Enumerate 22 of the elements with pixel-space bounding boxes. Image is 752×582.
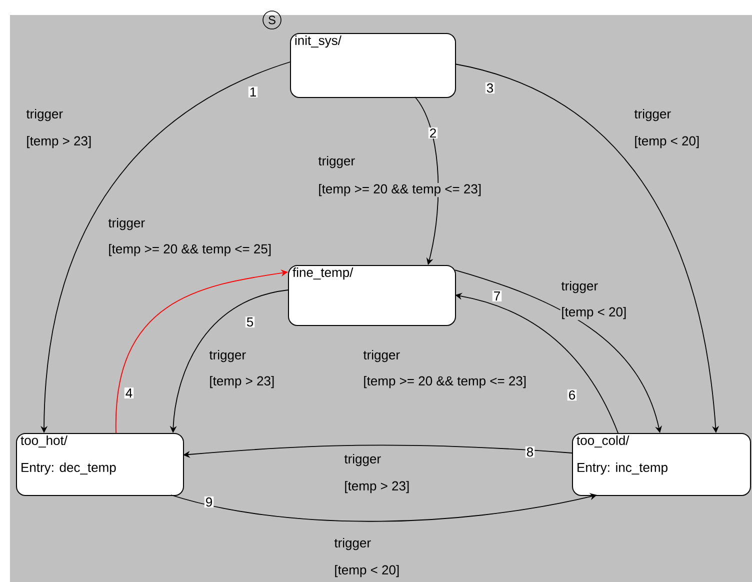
guard-label: trigger [333,536,372,552]
guard-label: [temp > 23] [343,480,411,494]
guard-label: [temp >= 20 && temp <= 23] [317,182,483,198]
guard-label: [temp < 20] [560,306,628,320]
state-box: too_cold/ Entry: inc_temp [572,433,751,496]
guard-label: trigger [560,280,600,294]
guard-label: trigger [107,216,146,232]
guard-label: trigger [317,154,356,170]
guard-label: [temp > 23] [208,374,276,390]
guard-label: trigger [362,348,402,364]
guard-label: trigger [633,108,672,122]
guard-label: trigger [208,348,248,364]
guard-label: [temp >= 20 && temp <= 23] [362,374,528,390]
guard-label: [temp >= 20 && temp <= 25] [107,242,273,258]
guard-label: trigger [25,108,64,122]
state-box: too_hot/ Entry: dec_temp [16,433,184,496]
guard-label: [temp < 20] [333,564,401,578]
guard-label: [temp > 23] [25,134,93,150]
guard-label: trigger [343,452,382,468]
guard-label: [temp < 20] [633,134,701,150]
state-box: init_sys/ [290,33,456,98]
state-box: fine_temp/ [288,265,456,326]
